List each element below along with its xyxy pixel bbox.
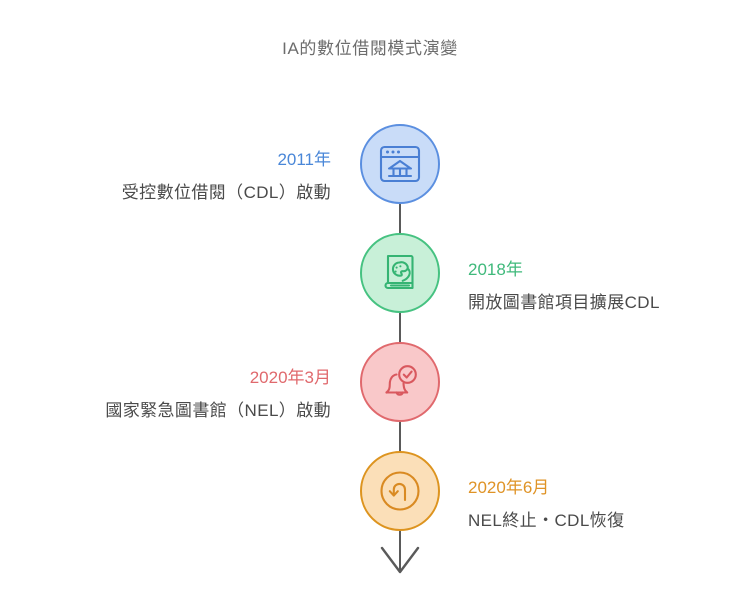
timeline-year-2020-03: 2020年3月 bbox=[249, 368, 331, 387]
timeline-year-2020-06: 2020年6月 bbox=[468, 478, 550, 497]
page-title: IA的數位借閱模式演變 bbox=[282, 39, 458, 58]
book-palette-icon bbox=[377, 250, 423, 296]
timeline-description-2018: 開放圖書館項目擴展CDL bbox=[468, 293, 660, 312]
timeline-node-2018[interactable] bbox=[360, 233, 440, 313]
timeline-label-2018: 2018年 開放圖書館項目擴展CDL bbox=[468, 258, 660, 315]
bell-check-icon bbox=[377, 359, 423, 405]
timeline-node-2011[interactable] bbox=[360, 124, 440, 204]
timeline-label-2011: 2011年 受控數位借閱（CDL）啟動 bbox=[122, 148, 331, 205]
timeline-label-2020-06: 2020年6月 NEL終止・CDL恢復 bbox=[468, 476, 624, 533]
timeline-node-2020-06[interactable] bbox=[360, 451, 440, 531]
undo-ring-icon bbox=[374, 465, 426, 517]
timeline-description-2020-06: NEL終止・CDL恢復 bbox=[468, 511, 625, 530]
timeline-node-2020-03[interactable] bbox=[360, 342, 440, 422]
timeline-description-2011: 受控數位借閱（CDL）啟動 bbox=[121, 183, 331, 202]
timeline-year-2018: 2018年 bbox=[468, 260, 523, 279]
browser-library-icon bbox=[377, 141, 423, 187]
timeline-year-2011: 2011年 bbox=[277, 150, 331, 169]
timeline-description-2020-03: 國家緊急圖書館（NEL）啟動 bbox=[105, 401, 331, 420]
timeline-label-2020-03: 2020年3月 國家緊急圖書館（NEL）啟動 bbox=[105, 366, 331, 423]
